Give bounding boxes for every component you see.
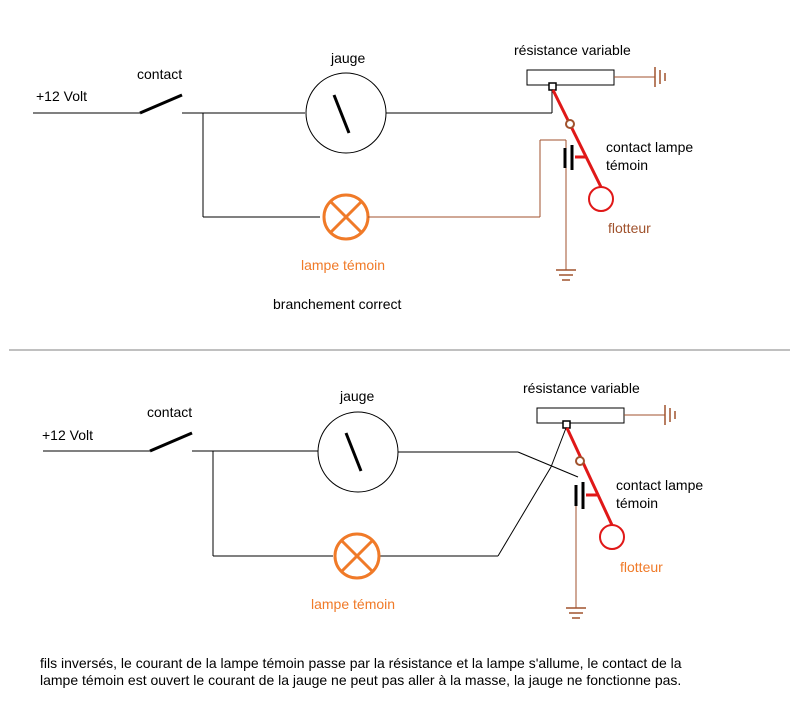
top-float	[588, 186, 614, 212]
bottom-contact-label: contact	[147, 404, 192, 420]
bottom-float	[599, 524, 625, 550]
bottom-resistor	[536, 407, 625, 424]
bottom-voltage-label: +12 Volt	[42, 427, 93, 443]
bottom-gauge-label: jauge	[339, 388, 374, 404]
top-lamp-contact-label-2: témoin	[606, 157, 648, 173]
top-caption: branchement correct	[273, 296, 402, 312]
bottom-lamp-contact-label-2: témoin	[616, 495, 658, 511]
bottom-lamp-cross-b	[339, 538, 375, 574]
bottom-resistor-label: résistance variable	[523, 380, 640, 396]
top-resistor-wiper	[548, 82, 557, 91]
top-resistor	[526, 69, 615, 86]
footer-line-2: lampe témoin est ouvert le courant de la…	[40, 672, 682, 688]
bottom-gauge-needle	[344, 432, 363, 472]
top-lamp-cross-b	[328, 199, 364, 235]
bottom-wire-cross	[497, 466, 552, 557]
bottom-float-label: flotteur	[620, 559, 663, 575]
bottom-diagram: +12 Volt contact jauge résistance variab…	[42, 380, 703, 619]
bottom-resistor-wiper	[562, 420, 571, 429]
footer-explanation: fils inversés, le courant de la lampe té…	[40, 655, 780, 689]
bottom-wire-to-contact	[517, 451, 579, 478]
top-gauge	[305, 72, 387, 154]
top-contact-label: contact	[137, 66, 182, 82]
top-resistor-label: résistance variable	[514, 42, 631, 58]
top-gauge-needle	[332, 94, 351, 134]
bottom-lamp-label: lampe témoin	[311, 596, 395, 612]
top-lamp-label: lampe témoin	[301, 257, 385, 273]
bottom-switch	[149, 431, 193, 453]
top-float-label: flotteur	[608, 220, 651, 236]
top-lamp-contact-label-1: contact lampe	[606, 139, 693, 155]
bottom-float-arm	[565, 427, 614, 526]
bottom-lamp-contact-label-1: contact lampe	[616, 477, 703, 493]
top-diagram: +12 Volt contact jauge résistance variab…	[33, 42, 693, 312]
bottom-pivot	[575, 456, 585, 466]
footer-line-1: fils inversés, le courant de la lampe té…	[40, 655, 682, 671]
top-pivot	[565, 119, 575, 129]
bottom-contact-ground-icon	[566, 607, 586, 619]
bottom-resistor-ground-icon	[664, 405, 676, 425]
bottom-gauge	[317, 411, 399, 493]
top-gauge-label: jauge	[330, 50, 365, 66]
top-switch	[139, 93, 183, 115]
top-float-arm	[551, 89, 603, 188]
top-voltage-label: +12 Volt	[36, 88, 87, 104]
top-resistor-ground-icon	[654, 67, 666, 87]
top-contact-ground-icon	[556, 269, 576, 281]
bottom-wire-to-wiper	[550, 427, 567, 468]
